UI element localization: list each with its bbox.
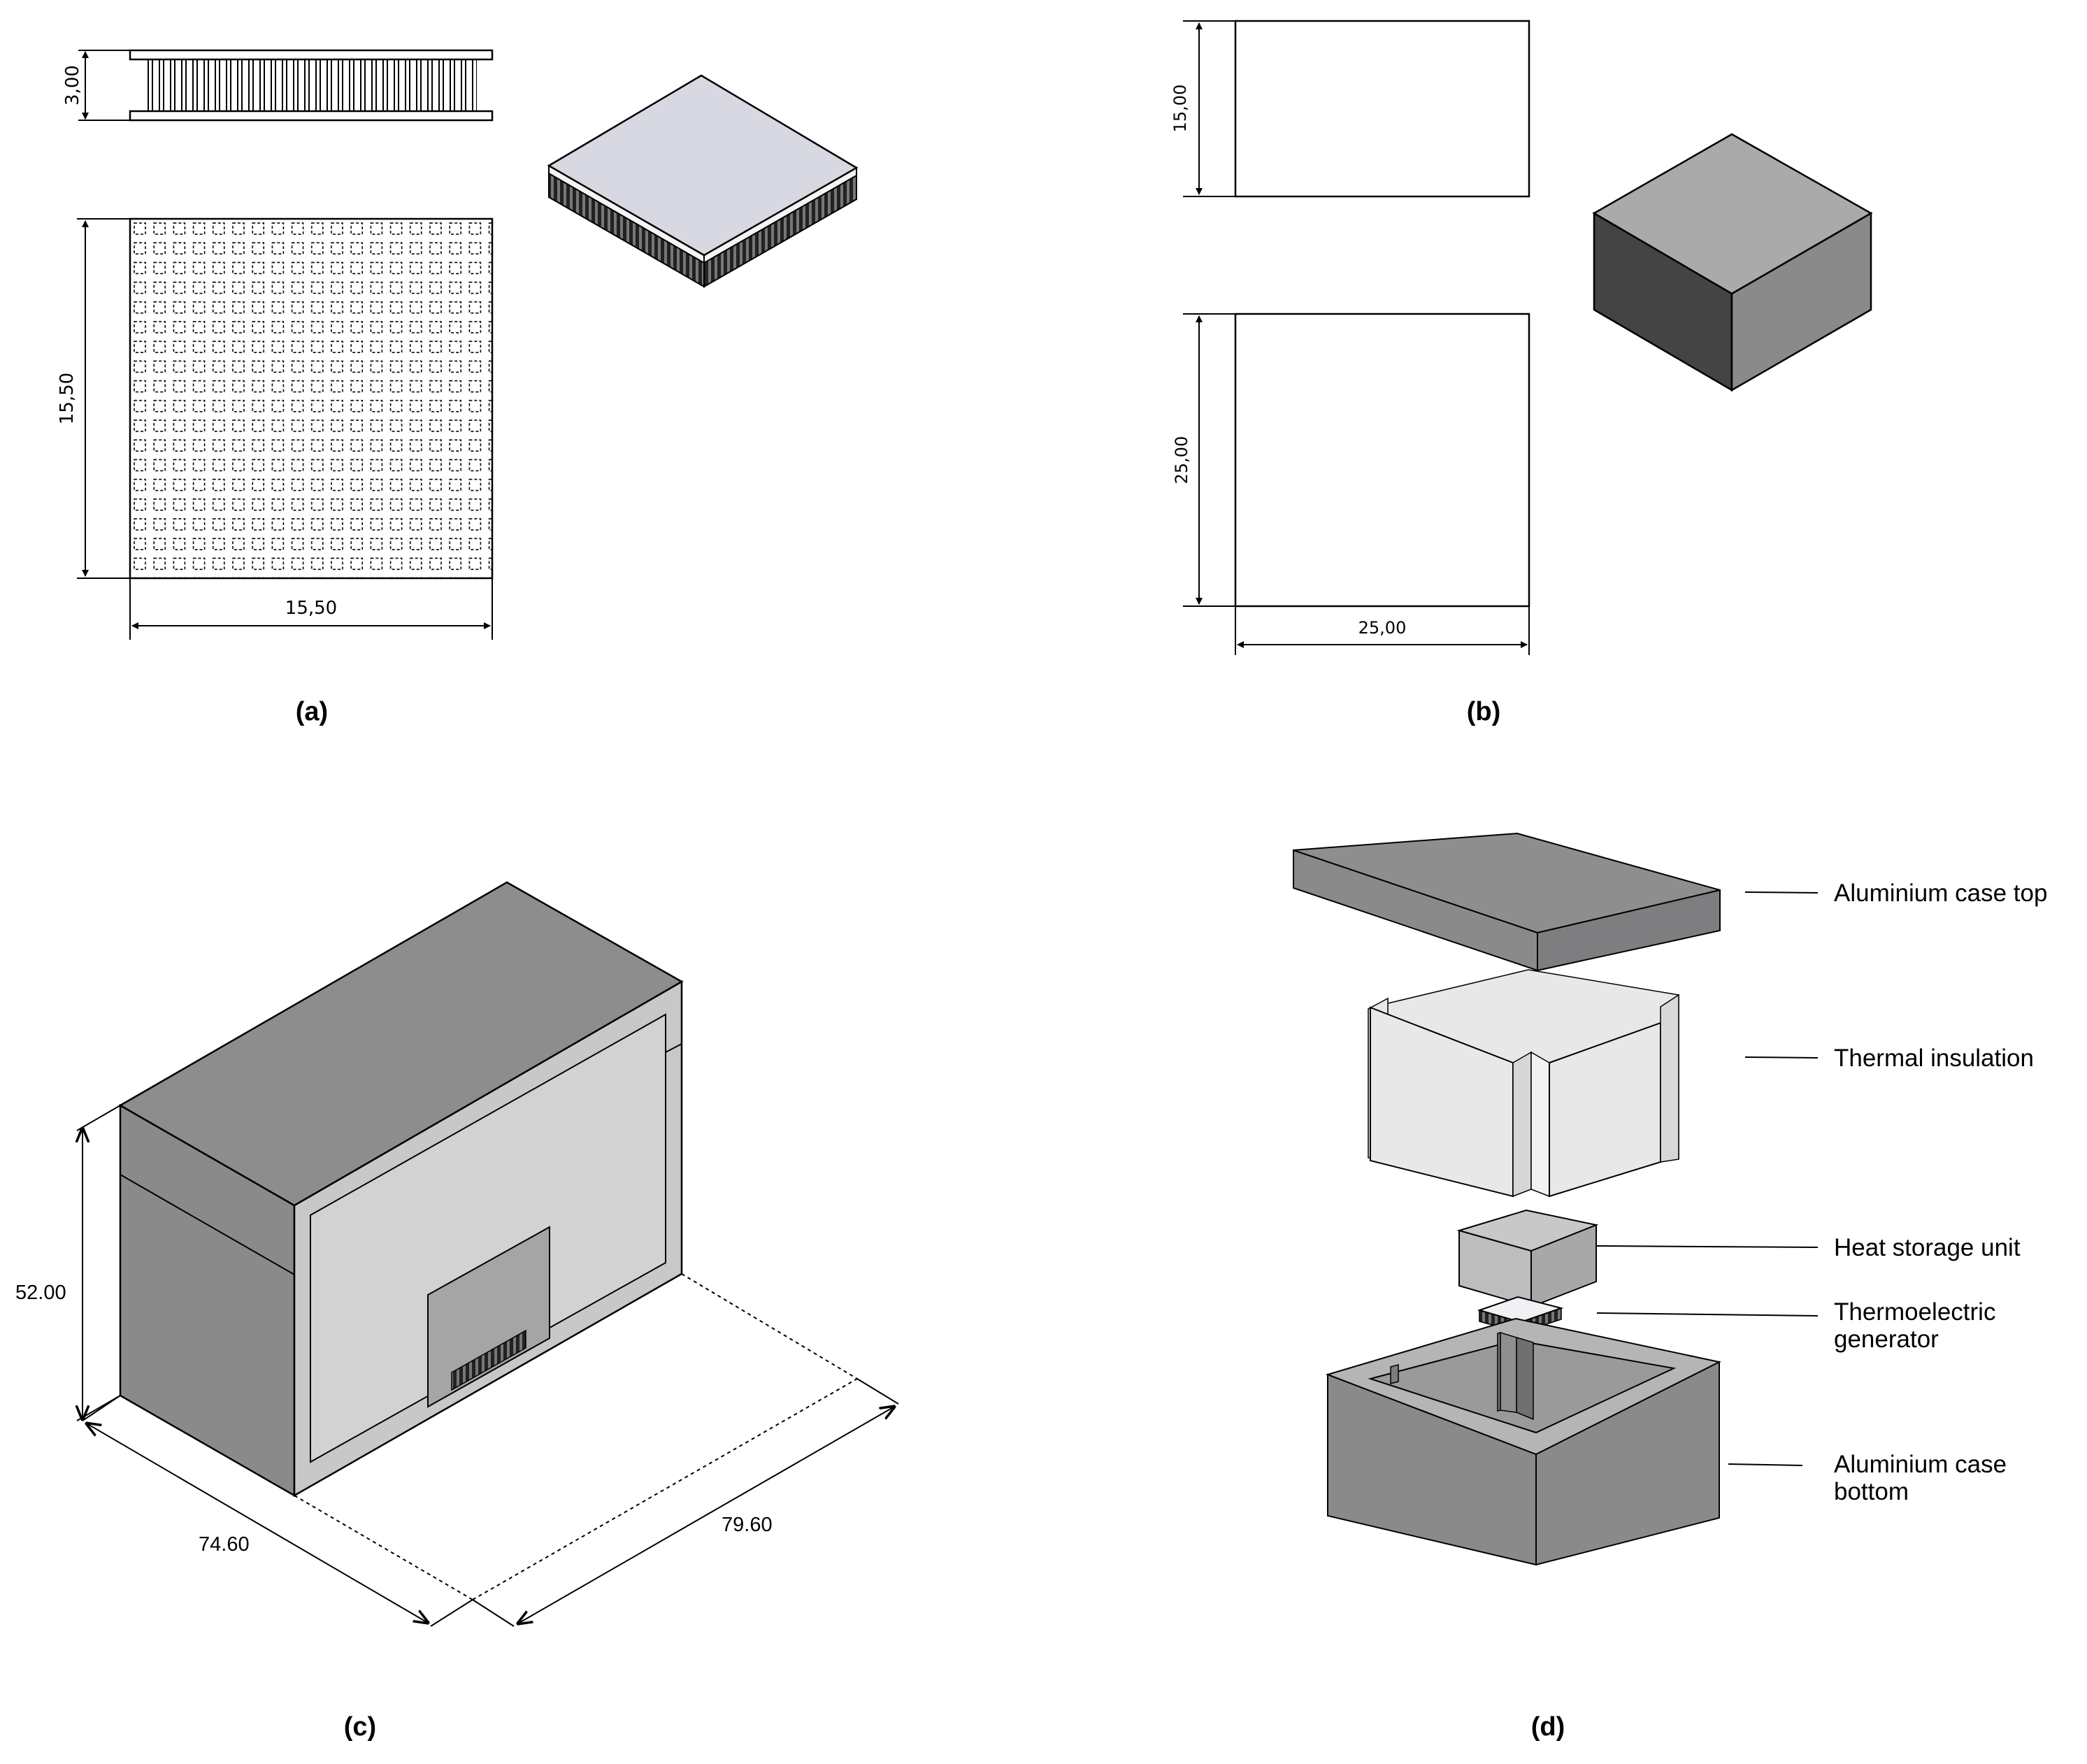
- teg-side-view: [129, 49, 494, 122]
- device-depth-label: 74.60: [199, 1533, 250, 1556]
- label-case-top: Aluminium case top: [1834, 880, 2047, 907]
- device-height-label: 52.00: [15, 1282, 66, 1304]
- panel-d-label: (d): [1531, 1712, 1565, 1742]
- insulation-part: [1368, 969, 1679, 1198]
- storage-width-label: 25,00: [1358, 618, 1407, 638]
- case-bottom-part: [1325, 1317, 1721, 1566]
- storage-part: [1456, 1209, 1599, 1308]
- teg-side-dimension: 15,50: [57, 218, 130, 579]
- teg-width-label: 15,50: [285, 598, 337, 619]
- device-width-dimension: 79.60: [472, 1378, 899, 1627]
- panel-a-label: (a): [296, 697, 328, 726]
- label-storage: Heat storage unit: [1834, 1234, 2021, 1261]
- panel-b-label: (b): [1467, 697, 1501, 726]
- label-teg-line1: Thermoelectric: [1834, 1298, 1995, 1326]
- storage-plan-view: [1234, 313, 1530, 608]
- teg-height-dimension: 3,00: [62, 50, 130, 121]
- panel-a: 3,00 15,50 15,50 (a): [57, 49, 859, 726]
- storage-isometric: [1592, 133, 1873, 392]
- device-depth-dimension: 74.60: [82, 1395, 473, 1627]
- storage-height-dimension: 15,00: [1170, 20, 1235, 197]
- teg-height-label: 3,00: [62, 65, 83, 106]
- device-isometric: [118, 881, 684, 1498]
- storage-width-dimension: 25,00: [1235, 606, 1530, 655]
- label-insulation: Thermal insulation: [1834, 1045, 2034, 1072]
- label-case-bottom-line1: Aluminium case: [1834, 1451, 2007, 1478]
- label-case-bottom-line2: bottom: [1834, 1478, 1909, 1505]
- storage-height-label: 15,00: [1170, 85, 1190, 133]
- device-height-dimension: 52.00: [15, 1105, 121, 1421]
- storage-side-label: 25,00: [1172, 436, 1191, 485]
- leader-lines: [1596, 891, 1819, 1466]
- teg-width-dimension: 15,50: [129, 578, 493, 640]
- label-teg-line2: generator: [1834, 1326, 1939, 1353]
- teg-isometric: [547, 74, 859, 288]
- device-width-label: 79.60: [722, 1514, 773, 1536]
- panel-d: Aluminium case top Thermal insulation He…: [1293, 832, 2047, 1742]
- teg-side-label: 15,50: [57, 373, 78, 424]
- storage-side-view: [1234, 20, 1530, 198]
- footprint-dotted: [294, 1273, 858, 1600]
- panel-c: 52.00 74.60 79.60 (c): [15, 881, 899, 1742]
- panel-c-label: (c): [344, 1712, 376, 1742]
- panel-b: 15,00 25,00 25,00 (b): [1170, 20, 1873, 726]
- case-top-part: [1293, 832, 1721, 972]
- teg-plan-view: [129, 217, 494, 580]
- storage-side-dimension: 25,00: [1172, 313, 1235, 607]
- part-labels: Aluminium case top Thermal insulation He…: [1834, 880, 2047, 1505]
